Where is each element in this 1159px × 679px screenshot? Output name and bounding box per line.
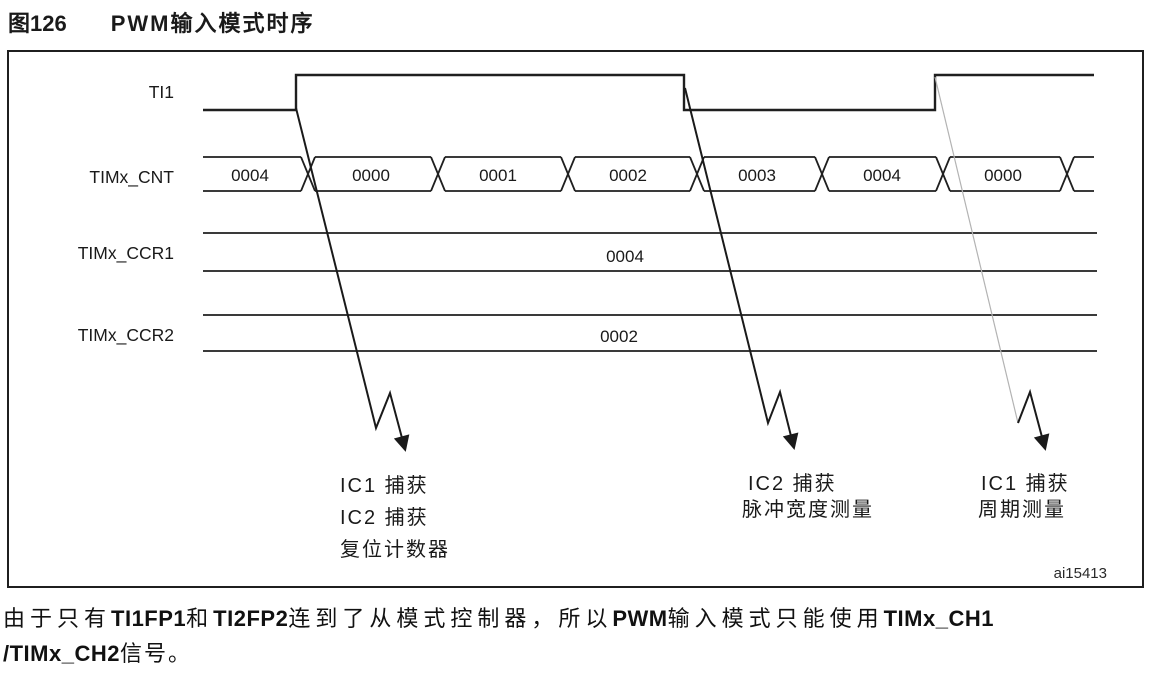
ti1-waveform [203,73,1094,112]
ccr2-value: 0002 [600,327,638,346]
caption-segment: 连到了从模式控制器，所以 [288,606,613,631]
ccr1-lane [203,232,1097,272]
artwork-id: ai15413 [1054,565,1107,582]
event-arrow-3-faint [934,76,1019,424]
caption-segment: 由于只有 [3,606,112,631]
cnt-value: 0000 [352,166,390,185]
cnt-value: 0002 [609,166,647,185]
annotation-1-line-2: IC2 捕获 [340,506,429,529]
annotation-2-line-1: IC2 捕获 [748,472,837,495]
annotation-3-line-1: IC1 捕获 [981,472,1070,495]
signal-label-ti1: TI1 [149,82,174,102]
annotation-1-line-1: IC1 捕获 [340,474,429,497]
cnt-value: 0000 [984,166,1022,185]
caption-segment: 信号。 [119,641,192,666]
cnt-value: 0004 [863,166,901,185]
event-arrow-2 [684,87,799,450]
paragraph-line-2: /TIMx_CH2信号。 [3,636,1156,671]
figure-number: 图126 [8,11,67,36]
signal-label-ccr1: TIMx_CCR1 [78,243,174,264]
ccr2-lane [203,314,1097,352]
cnt-value: 0004 [231,166,269,185]
event-arrow-1 [295,107,410,452]
caption-segment: TIMx_CH1 [883,606,994,631]
annotation-3-line-2: 周期测量 [978,498,1066,521]
figure-title: 图126 PWM输入模式时序 [8,6,314,38]
cnt-value: 0003 [738,166,776,185]
caption-segment: PWM [612,606,668,631]
caption-segment: /TIMx_CH2 [3,641,120,666]
diagram-frame [7,50,1144,588]
caption-segment: TI1FP1 [111,606,187,631]
cnt-bus-transitions [300,156,1075,192]
event-arrow-3 [1017,388,1050,451]
ccr1-value: 0004 [606,247,644,266]
caption-segment: 输入模式只能使用 [667,606,884,631]
annotation-1-line-3: 复位计数器 [340,538,450,561]
signal-label-ccr2: TIMx_CCR2 [78,325,174,346]
body-paragraph: 由于只有TI1FP1和TI2FP2连到了从模式控制器，所以PWM输入模式只能使用… [3,601,1156,671]
paragraph-line-1: 由于只有TI1FP1和TI2FP2连到了从模式控制器，所以PWM输入模式只能使用… [3,601,1156,636]
annotation-2-line-2: 脉冲宽度测量 [742,498,874,521]
cnt-value: 0001 [479,166,517,185]
caption-segment: 和 [186,606,214,631]
caption-segment: TI2FP2 [213,606,289,631]
signal-label-cnt: TIMx_CNT [89,167,174,188]
figure-name: PWM输入模式时序 [110,11,315,36]
